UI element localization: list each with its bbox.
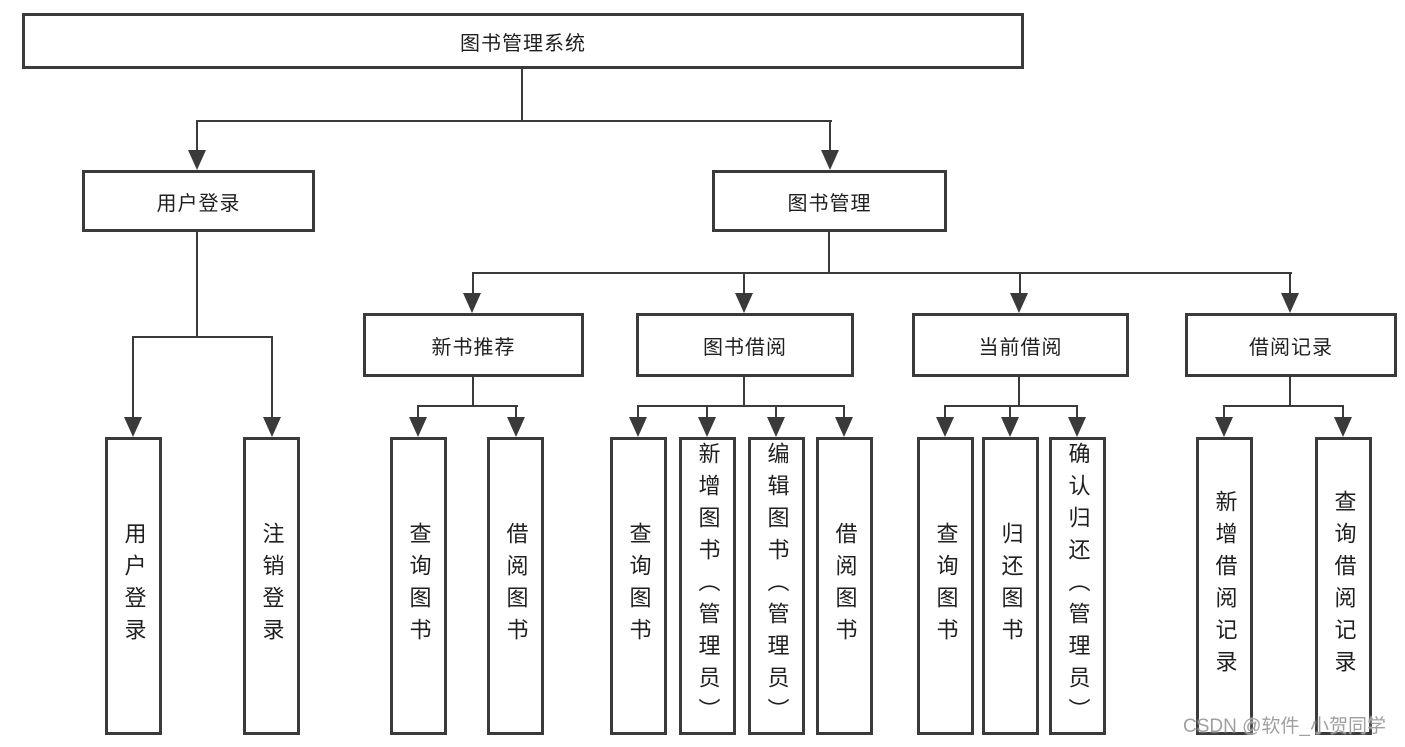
connector-line	[706, 405, 708, 419]
leaf-borrow-book-recommend: 借阅图书	[487, 437, 544, 735]
arrow-down-icon	[1215, 417, 1233, 437]
connector-line	[1289, 272, 1291, 295]
connector-line	[829, 120, 831, 152]
arrow-down-icon	[835, 417, 853, 437]
connector-line	[1019, 272, 1021, 295]
connector-line	[271, 336, 273, 419]
connector-line	[1018, 377, 1020, 405]
connector-line	[1342, 405, 1344, 419]
leaf-borrow-book: 借阅图书	[816, 437, 873, 735]
node-new-book-recommend: 新书推荐	[363, 313, 584, 377]
arrow-down-icon	[821, 150, 839, 170]
leaf-query-book-borrow: 查询图书	[610, 437, 667, 735]
connector-line	[1076, 405, 1078, 419]
arrow-down-icon	[936, 417, 954, 437]
connector-line	[775, 405, 777, 419]
connector-line	[417, 405, 518, 407]
arrow-down-icon	[629, 417, 647, 437]
connector-line	[417, 405, 419, 419]
arrow-down-icon	[698, 417, 716, 437]
arrow-down-icon	[263, 417, 281, 437]
connector-line	[196, 120, 832, 122]
connector-line	[472, 272, 1292, 274]
leaf-add-borrow-record: 新增借阅记录	[1196, 437, 1253, 735]
leaf-edit-book-admin: 编辑图书（管理员）	[748, 437, 805, 735]
leaf-confirm-return-admin: 确认归还（管理员）	[1049, 437, 1106, 735]
connector-line	[132, 336, 134, 419]
node-user-login: 用户登录	[82, 170, 315, 232]
arrow-down-icon	[735, 293, 753, 313]
connector-line	[472, 272, 474, 295]
connector-line	[637, 405, 845, 407]
arrow-down-icon	[507, 417, 525, 437]
connector-line	[1009, 405, 1011, 419]
arrow-down-icon	[1010, 293, 1028, 313]
connector-line	[743, 377, 745, 405]
arrow-down-icon	[1334, 417, 1352, 437]
node-current-borrow: 当前借阅	[912, 313, 1129, 377]
arrow-down-icon	[1281, 293, 1299, 313]
connector-line	[521, 69, 523, 120]
leaf-return-book: 归还图书	[982, 437, 1039, 735]
connector-line	[196, 232, 198, 338]
connector-line	[1223, 405, 1225, 419]
node-borrow-records: 借阅记录	[1185, 313, 1397, 377]
arrow-down-icon	[1001, 417, 1019, 437]
connector-line	[1289, 377, 1291, 405]
connector-line	[828, 232, 830, 272]
leaf-user-login: 用户登录	[105, 437, 162, 735]
connector-line	[743, 272, 745, 295]
arrow-down-icon	[463, 293, 481, 313]
leaf-logout-login: 注销登录	[243, 437, 300, 735]
connector-line	[132, 336, 273, 338]
connector-line	[472, 377, 474, 405]
node-root-library-system: 图书管理系统	[22, 13, 1024, 69]
arrow-down-icon	[124, 417, 142, 437]
connector-line	[944, 405, 1078, 407]
arrow-down-icon	[188, 150, 206, 170]
connector-line	[196, 120, 198, 152]
leaf-query-book-current: 查询图书	[917, 437, 974, 735]
connector-line	[944, 405, 946, 419]
connector-line	[1223, 405, 1344, 407]
arrow-down-icon	[409, 417, 427, 437]
leaf-query-borrow-record: 查询借阅记录	[1315, 437, 1372, 735]
node-book-borrow: 图书借阅	[636, 313, 854, 377]
arrow-down-icon	[767, 417, 785, 437]
connector-line	[515, 405, 517, 419]
node-book-management: 图书管理	[712, 170, 947, 232]
connector-line	[843, 405, 845, 419]
csdn-watermark: CSDN @软件_小贺同学	[1183, 716, 1386, 737]
connector-line	[637, 405, 639, 419]
leaf-add-book-admin: 新增图书（管理员）	[679, 437, 736, 735]
leaf-query-book-recommend: 查询图书	[390, 437, 447, 735]
arrow-down-icon	[1068, 417, 1086, 437]
